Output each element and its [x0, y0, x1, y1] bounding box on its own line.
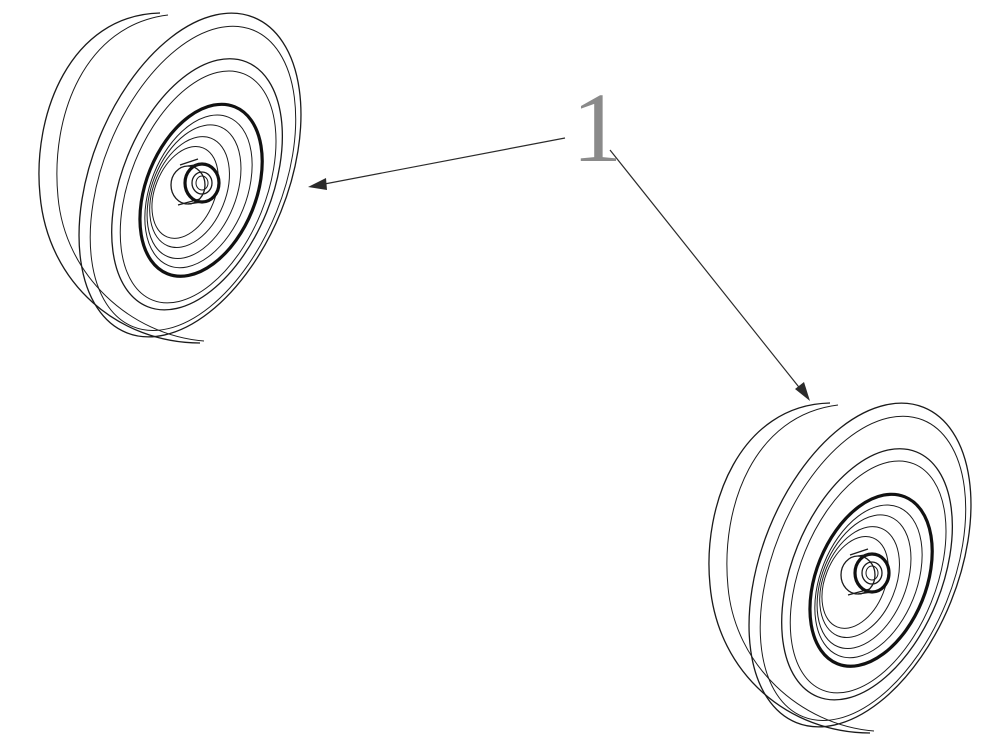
leader-line-upper: [308, 137, 566, 190]
wheel-assembly-upper-left: [33, 0, 347, 371]
wheel-assembly-lower-right: [703, 369, 1000, 756]
callout-number-label: 1: [572, 72, 622, 183]
leader-line-lower: [609, 149, 810, 401]
